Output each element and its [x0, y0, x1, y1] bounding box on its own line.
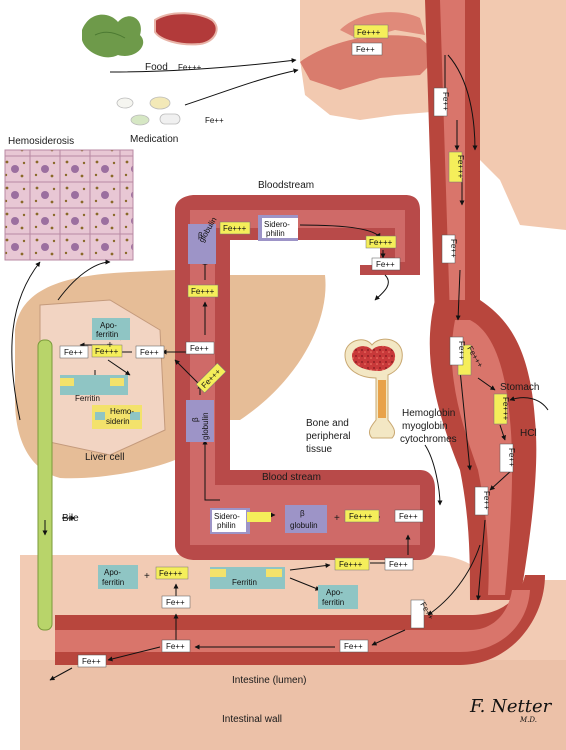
- svg-text:Fe++: Fe++: [356, 45, 375, 54]
- svg-text:Fe++: Fe++: [457, 341, 466, 360]
- mouth-cavity: [300, 35, 440, 90]
- svg-text:philin: philin: [266, 229, 285, 238]
- label-hemosiderosis: Hemosiderosis: [8, 136, 74, 147]
- svg-text:Ferritin: Ferritin: [232, 578, 257, 587]
- svg-text:Fe++: Fe++: [441, 92, 450, 111]
- svg-text:Hemo-: Hemo-: [110, 407, 134, 416]
- label-bile: Bile: [62, 513, 79, 524]
- svg-text:Fe+++: Fe+++: [369, 238, 393, 247]
- label-bone-3: tissue: [306, 444, 333, 455]
- liver-ferritin: Ferritin: [60, 375, 128, 403]
- svg-text:Fe+++: Fe+++: [95, 347, 119, 356]
- svg-text:Fe++: Fe++: [399, 512, 418, 521]
- bile-duct: [37, 339, 53, 631]
- globulin-bottom: β globulin +: [285, 505, 340, 533]
- label-hcl: HCl: [520, 428, 537, 439]
- label-myoglobin: myoglobin: [402, 421, 448, 432]
- svg-text:Fe++: Fe++: [166, 598, 185, 607]
- svg-text:Fe++: Fe++: [190, 344, 209, 353]
- intestinal-wall-lower: [20, 660, 566, 750]
- svg-text:Fe++: Fe++: [449, 239, 458, 258]
- svg-text:Sidero-: Sidero-: [264, 220, 290, 229]
- svg-text:ferritin: ferritin: [322, 598, 344, 607]
- fe2-boxes: Fe++ Fe++ Fe++ Fe++ Fe++ Fe++ Fe++ Fe++ …: [59, 42, 516, 668]
- svg-text:β: β: [300, 509, 305, 518]
- svg-text:Apo-: Apo-: [100, 321, 117, 330]
- label-medication-fe2: Fe++: [205, 116, 224, 125]
- svg-text:Fe+++: Fe+++: [456, 155, 465, 179]
- pills-icon: [116, 96, 181, 126]
- svg-text:Ferritin: Ferritin: [75, 394, 100, 403]
- svg-text:Fe+++: Fe+++: [159, 569, 183, 578]
- svg-text:Fe+++: Fe+++: [191, 287, 215, 296]
- svg-text:ferritin: ferritin: [96, 330, 118, 339]
- label-cytochromes: cytochromes: [400, 434, 457, 445]
- bone-illustration: [344, 338, 403, 439]
- svg-text:Fe++: Fe++: [507, 448, 516, 467]
- intestine-ferritin: Ferritin: [210, 567, 285, 589]
- intestine-lumen: [55, 590, 530, 652]
- spinach-icon: [82, 14, 144, 58]
- label-stomach: Stomach: [500, 382, 539, 393]
- svg-text:β: β: [198, 231, 203, 240]
- globulin-top: β globulin: [188, 216, 219, 264]
- svg-text:Apo-: Apo-: [104, 568, 121, 577]
- svg-text:Fe++: Fe++: [82, 657, 101, 666]
- stomach-lumen: [451, 320, 513, 595]
- svg-text:+: +: [334, 513, 340, 524]
- svg-text:Apo-: Apo-: [326, 588, 343, 597]
- meat-icon: [154, 12, 218, 46]
- svg-text:Sidero-: Sidero-: [214, 512, 240, 521]
- svg-text:globulin: globulin: [201, 412, 210, 440]
- label-liver-cell: Liver cell: [85, 452, 124, 463]
- svg-text:Fe++: Fe++: [376, 260, 395, 269]
- hemosiderosis-histology: [4, 149, 134, 261]
- svg-text:+: +: [107, 340, 113, 351]
- svg-text:Fe+++: Fe+++: [501, 397, 510, 421]
- artist-signature: F. Netter: [469, 696, 553, 717]
- svg-text:Fe++: Fe++: [389, 560, 408, 569]
- siderophilin-top: Sidero- philin: [258, 215, 298, 241]
- svg-text:philin: philin: [217, 521, 236, 530]
- liver-apoferritin: Apo- ferritin +: [92, 318, 130, 351]
- label-hemoglobin: Hemoglobin: [402, 408, 455, 419]
- liver-lobe-right: [230, 275, 326, 420]
- fe3-boxes: Fe+++ Fe+++ Fe+++ Fe+++ Fe+++ Fe+++ Fe++…: [91, 24, 510, 580]
- svg-text:Fe++: Fe++: [64, 348, 83, 357]
- label-food: Food: [145, 62, 168, 73]
- svg-text:Fe++: Fe++: [482, 491, 491, 510]
- svg-text:Fe++: Fe++: [166, 642, 185, 651]
- svg-text:Fe+++: Fe+++: [223, 224, 247, 233]
- label-bloodstream: Bloodstream: [258, 180, 314, 191]
- globulin-left: β globulin: [186, 400, 214, 442]
- label-bone-2: peripheral: [306, 431, 350, 442]
- label-intestinal-wall: Intestinal wall: [222, 714, 282, 725]
- svg-text:β: β: [191, 417, 200, 422]
- siderophilin-bottom: Sidero- philin: [210, 508, 271, 534]
- intestine-apoferritin-left: Apo- ferritin +: [98, 565, 150, 589]
- label-medication: Medication: [130, 134, 178, 145]
- svg-text:siderin: siderin: [106, 417, 130, 426]
- svg-text:ferritin: ferritin: [102, 578, 124, 587]
- svg-text:globulin: globulin: [290, 521, 318, 530]
- svg-text:Fe+++: Fe+++: [339, 560, 363, 569]
- label-food-fe3: Fe+++: [178, 63, 202, 72]
- artist-signature-md: M.D.: [519, 716, 537, 724]
- label-bone-1: Bone and: [306, 418, 349, 429]
- label-blood-stream: Blood stream: [262, 472, 321, 483]
- liver-hemosiderin: Hemo- siderin: [92, 405, 142, 429]
- intestine-apoferritin-right: Apo- ferritin: [318, 585, 358, 609]
- label-intestine-lumen: Intestine (lumen): [232, 675, 306, 686]
- svg-text:Fe++: Fe++: [140, 348, 159, 357]
- svg-text:+: +: [144, 571, 150, 582]
- svg-text:Fe+++: Fe+++: [349, 512, 373, 521]
- svg-text:Fe+++: Fe+++: [357, 28, 381, 37]
- svg-text:Fe++: Fe++: [344, 642, 363, 651]
